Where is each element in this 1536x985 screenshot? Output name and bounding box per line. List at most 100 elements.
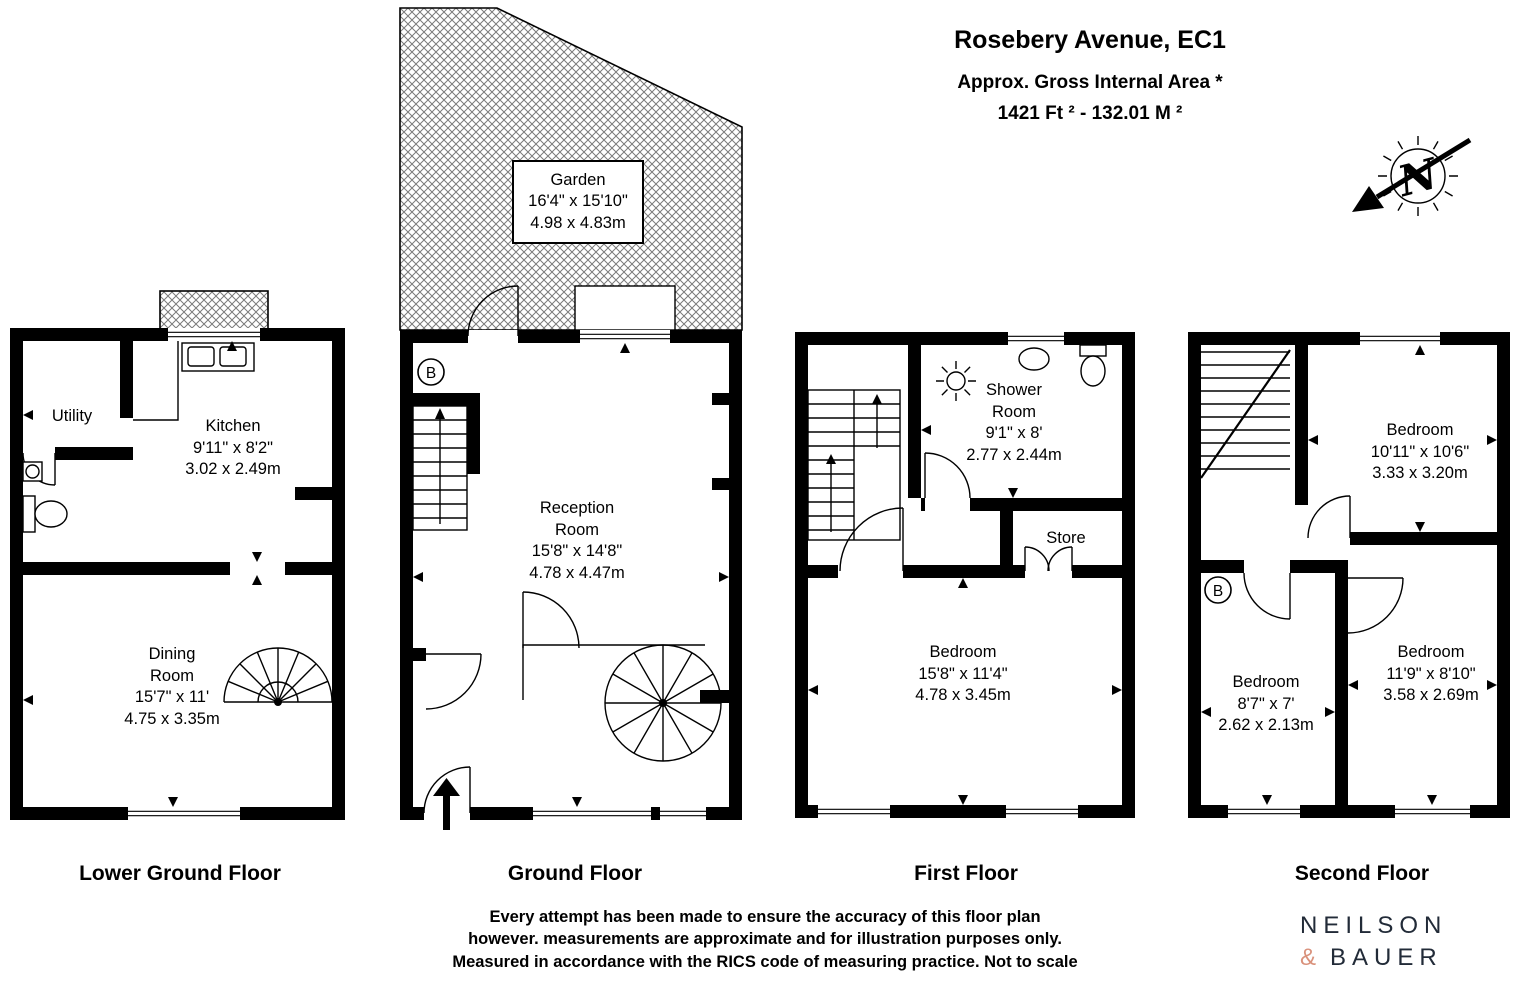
room-label-kitchen: Kitchen 9'11" x 8'2" 3.02 x 2.49m bbox=[185, 416, 280, 481]
ff-stairs bbox=[807, 389, 901, 541]
garden-door-arc bbox=[467, 285, 519, 337]
compass-ticks bbox=[1378, 136, 1458, 216]
room-dims-metric: 3.33 x 3.20m bbox=[1372, 464, 1468, 483]
ff-window-bottom-left bbox=[818, 805, 890, 818]
room-dims-imperial: 9'11" x 8'2" bbox=[192, 438, 274, 457]
gf-window-bottom-left bbox=[533, 807, 651, 820]
hall-door-arc bbox=[425, 653, 482, 710]
wc-toilet-icon bbox=[22, 495, 68, 533]
sf-front-bedroom-door-arc bbox=[1347, 577, 1404, 634]
agency-logo-bauer: BAUER bbox=[1330, 943, 1443, 971]
lgf-window-top bbox=[168, 328, 260, 341]
ff-walls bbox=[795, 332, 1135, 818]
front-door-arc bbox=[423, 766, 471, 814]
plan-first-floor bbox=[795, 332, 1135, 818]
room-dims-metric: 3.58 x 2.69m bbox=[1383, 686, 1479, 705]
gf-stairs bbox=[412, 405, 468, 531]
ff-window-bottom-right bbox=[1006, 805, 1078, 818]
entrance-arrow bbox=[433, 778, 460, 830]
room-label-store: Store bbox=[1046, 528, 1085, 550]
room-name: Garden bbox=[550, 170, 606, 189]
sf-marker-b: B bbox=[1204, 576, 1232, 604]
sf-window-bottom-right bbox=[1395, 805, 1470, 818]
gf-window-bottom-right bbox=[660, 807, 706, 820]
agency-logo-name-top: NEILSON bbox=[1300, 912, 1448, 939]
sf-rear-bedroom-door-arc bbox=[1307, 495, 1351, 539]
room-label-shower-room: Shower Room 9'1" x 8' 2.77 x 2.44m bbox=[966, 380, 1061, 466]
washbasin-icon bbox=[1018, 347, 1050, 371]
garden-door-opening bbox=[468, 330, 518, 343]
sf-stairs bbox=[1200, 349, 1291, 479]
room-label-bedroom-small: Bedroom 8'7" x 7' 2.62 x 2.13m bbox=[1218, 672, 1313, 737]
gf-marker-b: B bbox=[417, 358, 445, 386]
garden-label-box: Garden 16'4" x 15'10" 4.98 x 4.83m bbox=[512, 160, 644, 244]
room-label-bedroom-front: Bedroom 11'9" x 8'10" 3.58 x 2.69m bbox=[1383, 642, 1478, 707]
room-dims-imperial: 15'8" x 11'4" bbox=[918, 664, 1008, 683]
compass-north-label: N bbox=[1391, 148, 1444, 206]
sf-walls bbox=[1188, 332, 1510, 818]
lgf-window-bottom bbox=[128, 807, 240, 820]
agency-logo: NEILSON &BAUER bbox=[1300, 910, 1447, 974]
room-dims-metric: 3.02 x 2.49m bbox=[185, 460, 281, 479]
room-label-bedroom-first-floor: Bedroom 15'8" x 11'4" 4.78 x 3.45m bbox=[915, 642, 1010, 707]
header: Rosebery Avenue, EC1 Approx. Gross Inter… bbox=[954, 26, 1226, 125]
lgf-measure-arrows bbox=[23, 341, 262, 807]
room-dims-metric: 4.98 x 4.83m bbox=[530, 213, 626, 232]
room-dims-imperial: 10'11" x 10'6" bbox=[1370, 442, 1470, 461]
room-label-dining-room: Dining Room 15'7" x 11' 4.75 x 3.35m bbox=[124, 644, 219, 730]
room-name: Kitchen bbox=[205, 417, 261, 435]
room-label-reception-room: Reception Room 15'8" x 14'8" 4.78 x 4.47… bbox=[529, 498, 624, 584]
store-door-arcs bbox=[1024, 546, 1073, 572]
stair-door-arc bbox=[522, 591, 580, 649]
room-dims-metric: 4.75 x 3.35m bbox=[124, 709, 220, 728]
gf-measure-arrows bbox=[413, 343, 729, 807]
spiral-staircase bbox=[522, 644, 722, 762]
north-compass-icon: N bbox=[1352, 136, 1472, 216]
compass-arrow-head bbox=[1352, 186, 1384, 212]
sf-marker-b-letter: B bbox=[1213, 583, 1223, 600]
disclaimer-line-3: Measured in accordance with the RICS cod… bbox=[452, 952, 1078, 971]
room-name: Store bbox=[1046, 529, 1086, 547]
sf-window-bottom-left bbox=[1228, 805, 1300, 818]
landing-door-arc bbox=[839, 507, 904, 572]
room-dims-metric: 2.77 x 2.44m bbox=[966, 445, 1062, 464]
room-dims-imperial: 8'7" x 7' bbox=[1237, 694, 1295, 713]
room-name: Dining Room bbox=[148, 645, 196, 685]
room-name: Bedroom bbox=[1232, 673, 1300, 691]
room-dims-imperial: 11'9" x 8'10" bbox=[1386, 664, 1476, 683]
shower-head-icon bbox=[936, 361, 976, 401]
room-dims-metric: 2.62 x 2.13m bbox=[1218, 716, 1314, 735]
agency-logo-name-bottom-line: &BAUER bbox=[1300, 942, 1447, 974]
compass-dial bbox=[1390, 148, 1446, 204]
wc-basin-icon bbox=[22, 461, 43, 482]
plan-ground-floor: B bbox=[399, 7, 743, 830]
room-dims-imperial: 15'7" x 11' bbox=[134, 688, 210, 707]
room-name: Bedroom bbox=[929, 643, 997, 661]
caption-ground-floor: Ground Floor bbox=[507, 862, 643, 885]
room-name: Bedroom bbox=[1386, 421, 1454, 439]
room-dims-metric: 4.78 x 4.47m bbox=[529, 563, 625, 582]
plan-second-floor: B bbox=[1188, 332, 1510, 818]
room-name: Shower Room bbox=[986, 381, 1042, 421]
room-label-bedroom-rear: Bedroom 10'11" x 10'6" 3.33 x 3.20m bbox=[1371, 420, 1469, 485]
caption-lower-ground-floor: Lower Ground Floor bbox=[79, 862, 281, 885]
sf-window-top bbox=[1360, 332, 1440, 345]
lgf-walls bbox=[10, 328, 345, 820]
room-name: Bedroom bbox=[1397, 643, 1465, 661]
disclaimer: Every attempt has been made to ensure th… bbox=[452, 906, 1077, 973]
gf-window-top bbox=[580, 330, 670, 343]
room-dims-imperial: 15'8" x 14'8" bbox=[531, 542, 623, 561]
plan-lower-ground-floor bbox=[10, 290, 345, 820]
lightwell-hatch bbox=[159, 290, 269, 330]
ff-window-top bbox=[1008, 332, 1064, 345]
room-name: Utility bbox=[51, 407, 93, 425]
room-label-utility: Utility bbox=[52, 406, 92, 428]
agency-logo-ampersand: & bbox=[1300, 943, 1323, 971]
garden-step bbox=[574, 285, 676, 331]
page-title: Rosebery Avenue, EC1 bbox=[954, 26, 1226, 54]
shower-door-arc bbox=[924, 452, 971, 511]
room-name: Reception Room bbox=[539, 499, 615, 539]
gf-marker-b-letter: B bbox=[426, 365, 436, 382]
